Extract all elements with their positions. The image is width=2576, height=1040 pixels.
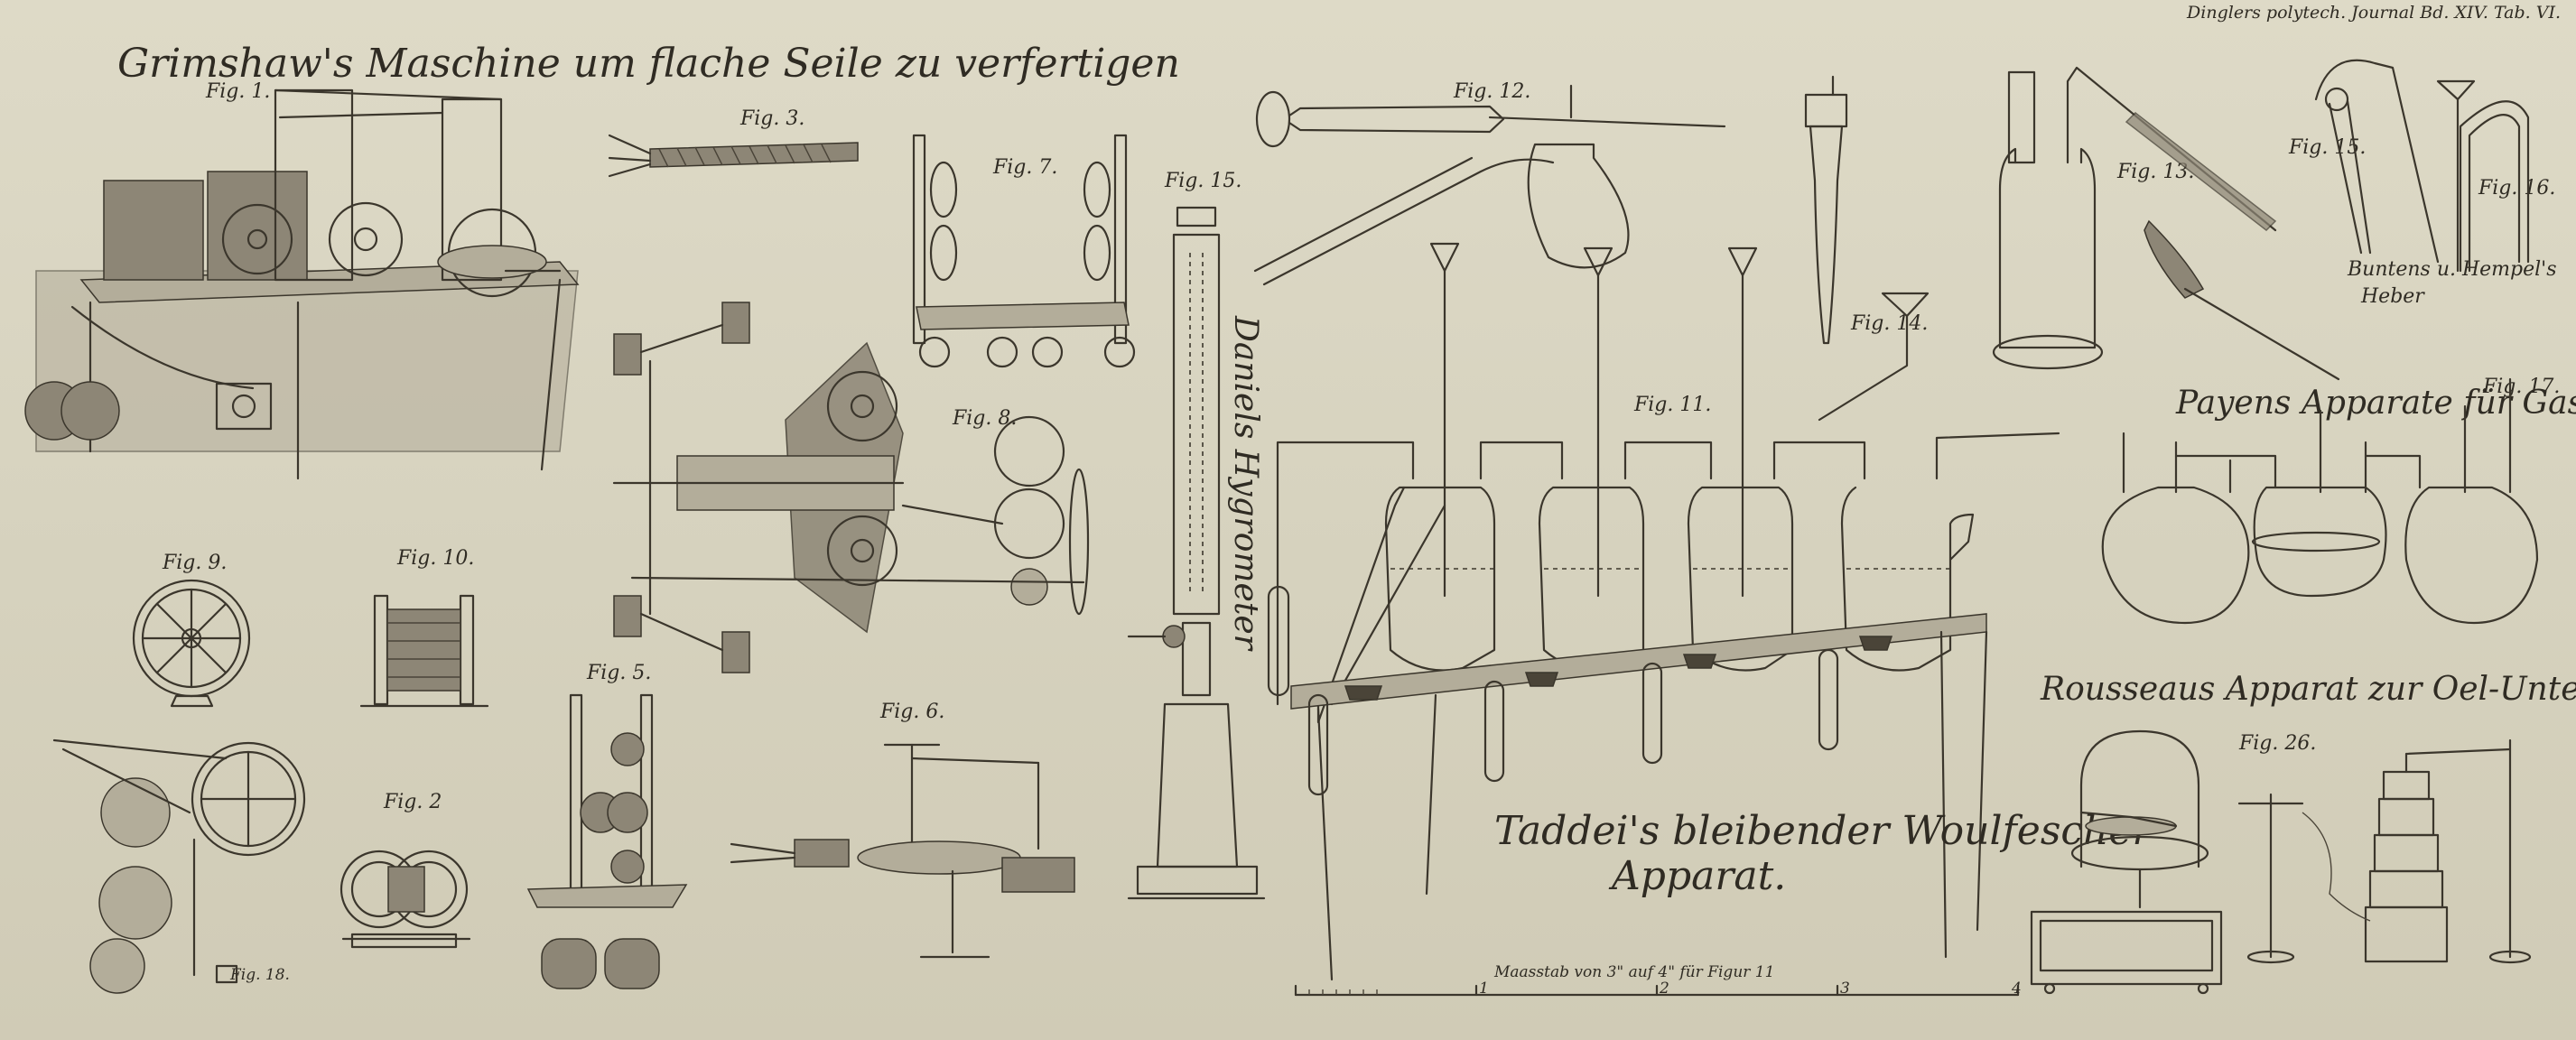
fig-15-hygrometer [1127,206,1266,900]
scale-tick-4: 4 [2011,980,2022,998]
scale-bar [1294,984,2020,997]
label-fig-10: Fig. 10. [396,547,474,570]
fig-15-16-siphons [2314,59,2530,273]
label-fig-14: Fig. 14. [1850,312,1928,335]
fig-2-double-reel [339,850,471,949]
label-fig-26: Fig. 26. [2238,732,2316,755]
fig-8-mechanism [612,302,1090,673]
label-fig-5: Fig. 5. [586,662,651,684]
title-heber-2: Heber [2360,285,2425,308]
label-fig-18: Fig. 18. [229,966,290,984]
label-fig-3: Fig. 3. [739,107,804,130]
scale-tick-3: 3 [1840,980,1850,998]
title-taddei-1: Taddei's bleibender Woulfescher [1494,808,2153,854]
fig-12-tube [1255,84,1726,148]
journal-header: Dinglers polytech. Journal Bd. XIV. Tab.… [2186,3,2561,23]
fig-10-spool [359,594,489,708]
fig-17-payens-apparatus [2101,377,2539,625]
fig-3-rope-strands [608,134,859,178]
fig-7-carriage [912,134,1136,368]
rousseau-apparatus [2030,729,2532,995]
label-fig-15a: Fig. 15. [1164,170,1242,192]
fig-1-rope-machine [24,88,580,480]
title-grimshaw: Grimshaw's Maschine um flache Seile zu v… [117,41,1180,87]
label-fig-17: Fig. 17. [2482,376,2560,398]
label-fig-7: Fig. 7. [992,156,1057,179]
title-heber-1: Buntens u. Hempel's [2347,258,2557,281]
label-fig-12: Fig. 12. [1453,80,1530,103]
label-fig-9: Fig. 9. [162,552,227,574]
fig-11-woulfe-apparatus [1267,242,2060,981]
label-fig-1: Fig. 1. [205,80,270,103]
scale-caption: Maasstab von 3" auf 4" für Figur 11 [1493,963,1774,981]
fig-6-table-machine [730,743,1075,959]
label-fig-11: Fig. 11. [1633,394,1711,416]
fig-14-cone [1804,75,1930,422]
fig-9-wheel [132,579,251,708]
label-fig-6: Fig. 6. [879,701,944,723]
fig-13-bottle [1992,66,2340,381]
title-rousseau: Rousseaus Apparat zur Oel-Untersuchung [2040,671,2576,708]
label-fig-16: Fig. 16. [2478,177,2555,200]
fig-5-frame [526,693,688,989]
fig-18-gear-train [52,738,306,994]
label-fig-2: Fig. 2 [383,791,442,813]
scale-tick-1: 1 [1479,980,1489,998]
retort-vessel [1253,143,1630,286]
title-taddei-2: Apparat. [1608,853,1786,899]
scale-tick-2: 2 [1659,980,1669,998]
title-hygrometer: Daniels Hygrometer [1227,315,1264,652]
